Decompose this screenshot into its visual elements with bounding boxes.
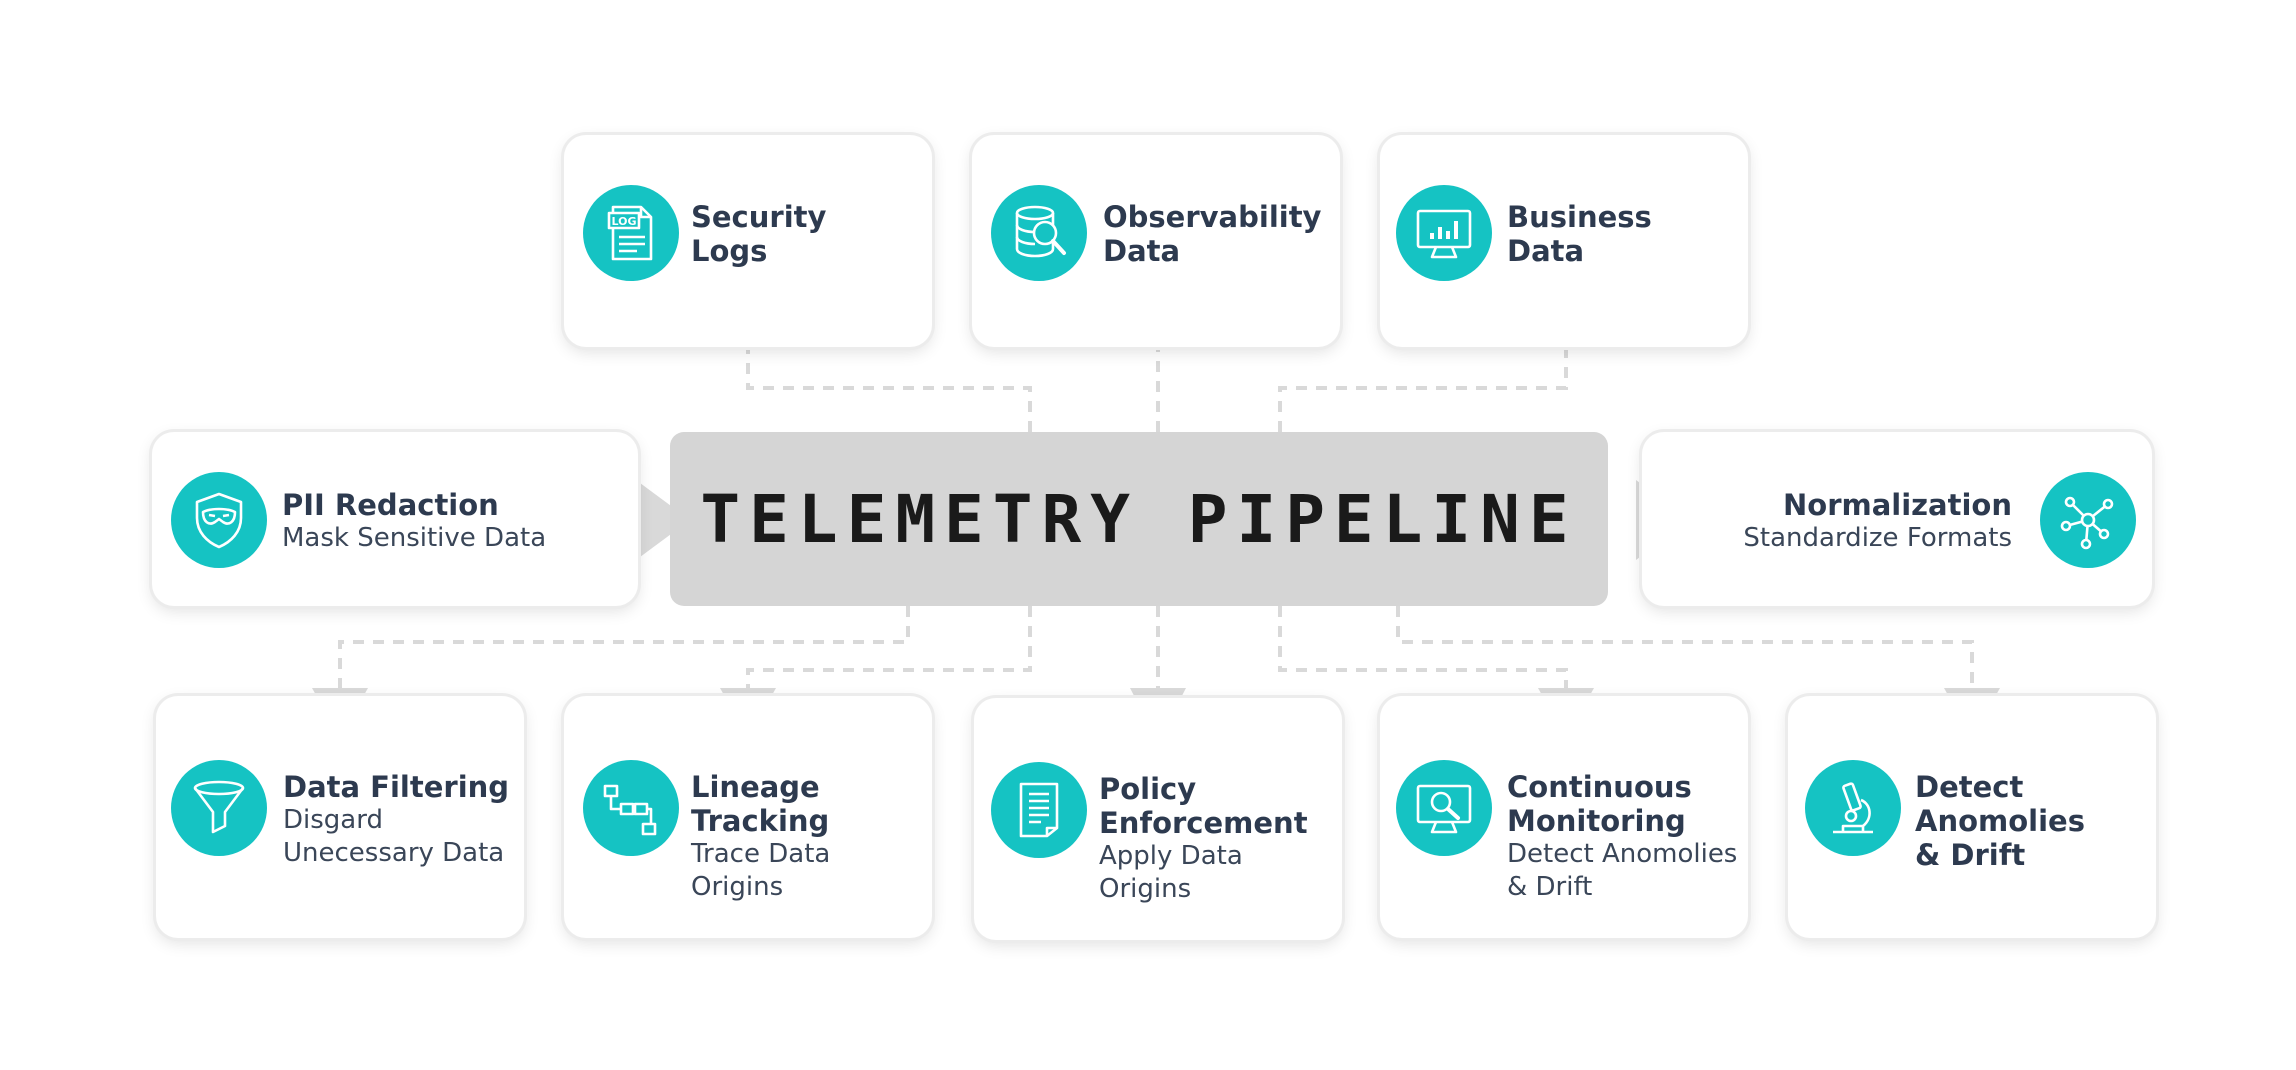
function-card-policy-enforcement: Policy Enforcement Apply Data Origins bbox=[974, 698, 1342, 940]
function-text: Lineage Tracking Trace Data Origins bbox=[691, 770, 830, 904]
output-card-business-data: Business Data bbox=[1380, 135, 1748, 347]
connector-to-detect-anomalies bbox=[1396, 606, 1974, 688]
function-title: Policy Enforcement bbox=[1099, 772, 1308, 840]
output-title: Observability Data bbox=[1103, 200, 1322, 268]
function-title: Lineage Tracking bbox=[691, 770, 830, 838]
function-title: Continuous Monitoring bbox=[1507, 770, 1692, 838]
output-title: Business Data bbox=[1507, 200, 1652, 268]
side-text: PII Redaction Mask Sensitive Data bbox=[282, 488, 546, 555]
function-card-detect-anomalies: Detect Anomolies & Drift bbox=[1788, 696, 2156, 938]
function-card-data-filtering: Data Filtering Disgard Unecessary Data bbox=[156, 696, 524, 938]
connector-to-security-logs bbox=[746, 345, 1032, 432]
output-card-observability-data: Observability Data bbox=[972, 135, 1340, 347]
side-subtitle: Mask Sensitive Data bbox=[282, 523, 547, 553]
function-text: Continuous Monitoring Detect Anomolies &… bbox=[1507, 770, 1737, 904]
network-nodes-icon bbox=[2040, 472, 2136, 568]
connector-to-lineage-tracking bbox=[746, 606, 1032, 688]
function-text: Data Filtering Disgard Unecessary Data bbox=[283, 770, 509, 870]
connector-to-business-data bbox=[1278, 345, 1568, 432]
mask-shield-icon bbox=[171, 472, 267, 568]
microscope-icon bbox=[1805, 760, 1901, 856]
function-title: Detect Anomolies & Drift bbox=[1915, 770, 2085, 872]
side-text: Normalization Standardize Formats bbox=[1743, 488, 2012, 555]
database-search-icon bbox=[991, 185, 1087, 281]
function-text: Detect Anomolies & Drift bbox=[1915, 770, 2085, 872]
function-card-lineage-tracking: Lineage Tracking Trace Data Origins bbox=[564, 696, 932, 938]
side-title: Normalization bbox=[1783, 488, 2012, 522]
output-title: Security Logs bbox=[691, 200, 827, 268]
pipeline-title: TELEMETRY PIPELINE bbox=[700, 480, 1578, 558]
function-subtitle: Disgard Unecessary Data bbox=[283, 805, 505, 868]
funnel-icon bbox=[171, 760, 267, 856]
function-title: Data Filtering bbox=[283, 770, 510, 804]
connector-to-data-filtering bbox=[338, 606, 910, 688]
log-file-icon: LOG bbox=[583, 185, 679, 281]
document-icon bbox=[991, 762, 1087, 858]
function-subtitle: Detect Anomolies & Drift bbox=[1507, 839, 1738, 902]
monitor-chart-icon bbox=[1396, 185, 1492, 281]
telemetry-pipeline-box: TELEMETRY PIPELINE bbox=[670, 432, 1608, 606]
function-subtitle: Trace Data Origins bbox=[691, 839, 831, 902]
connector-to-continuous-monitoring bbox=[1278, 606, 1568, 688]
monitor-search-icon bbox=[1396, 760, 1492, 856]
output-card-security-logs: LOG Security Logs bbox=[564, 135, 932, 347]
side-subtitle: Standardize Formats bbox=[1743, 523, 2012, 553]
side-card-normalization: Normalization Standardize Formats bbox=[1642, 432, 2152, 606]
flow-diagram-icon bbox=[583, 760, 679, 856]
svg-text:LOG: LOG bbox=[612, 215, 637, 228]
side-card-pii-redaction: PII Redaction Mask Sensitive Data bbox=[152, 432, 638, 606]
arrow-right-pii-redaction bbox=[636, 480, 690, 560]
side-title: PII Redaction bbox=[282, 488, 499, 522]
function-card-continuous-monitoring: Continuous Monitoring Detect Anomolies &… bbox=[1380, 696, 1748, 938]
function-text: Policy Enforcement Apply Data Origins bbox=[1099, 772, 1308, 906]
function-subtitle: Apply Data Origins bbox=[1099, 841, 1243, 904]
